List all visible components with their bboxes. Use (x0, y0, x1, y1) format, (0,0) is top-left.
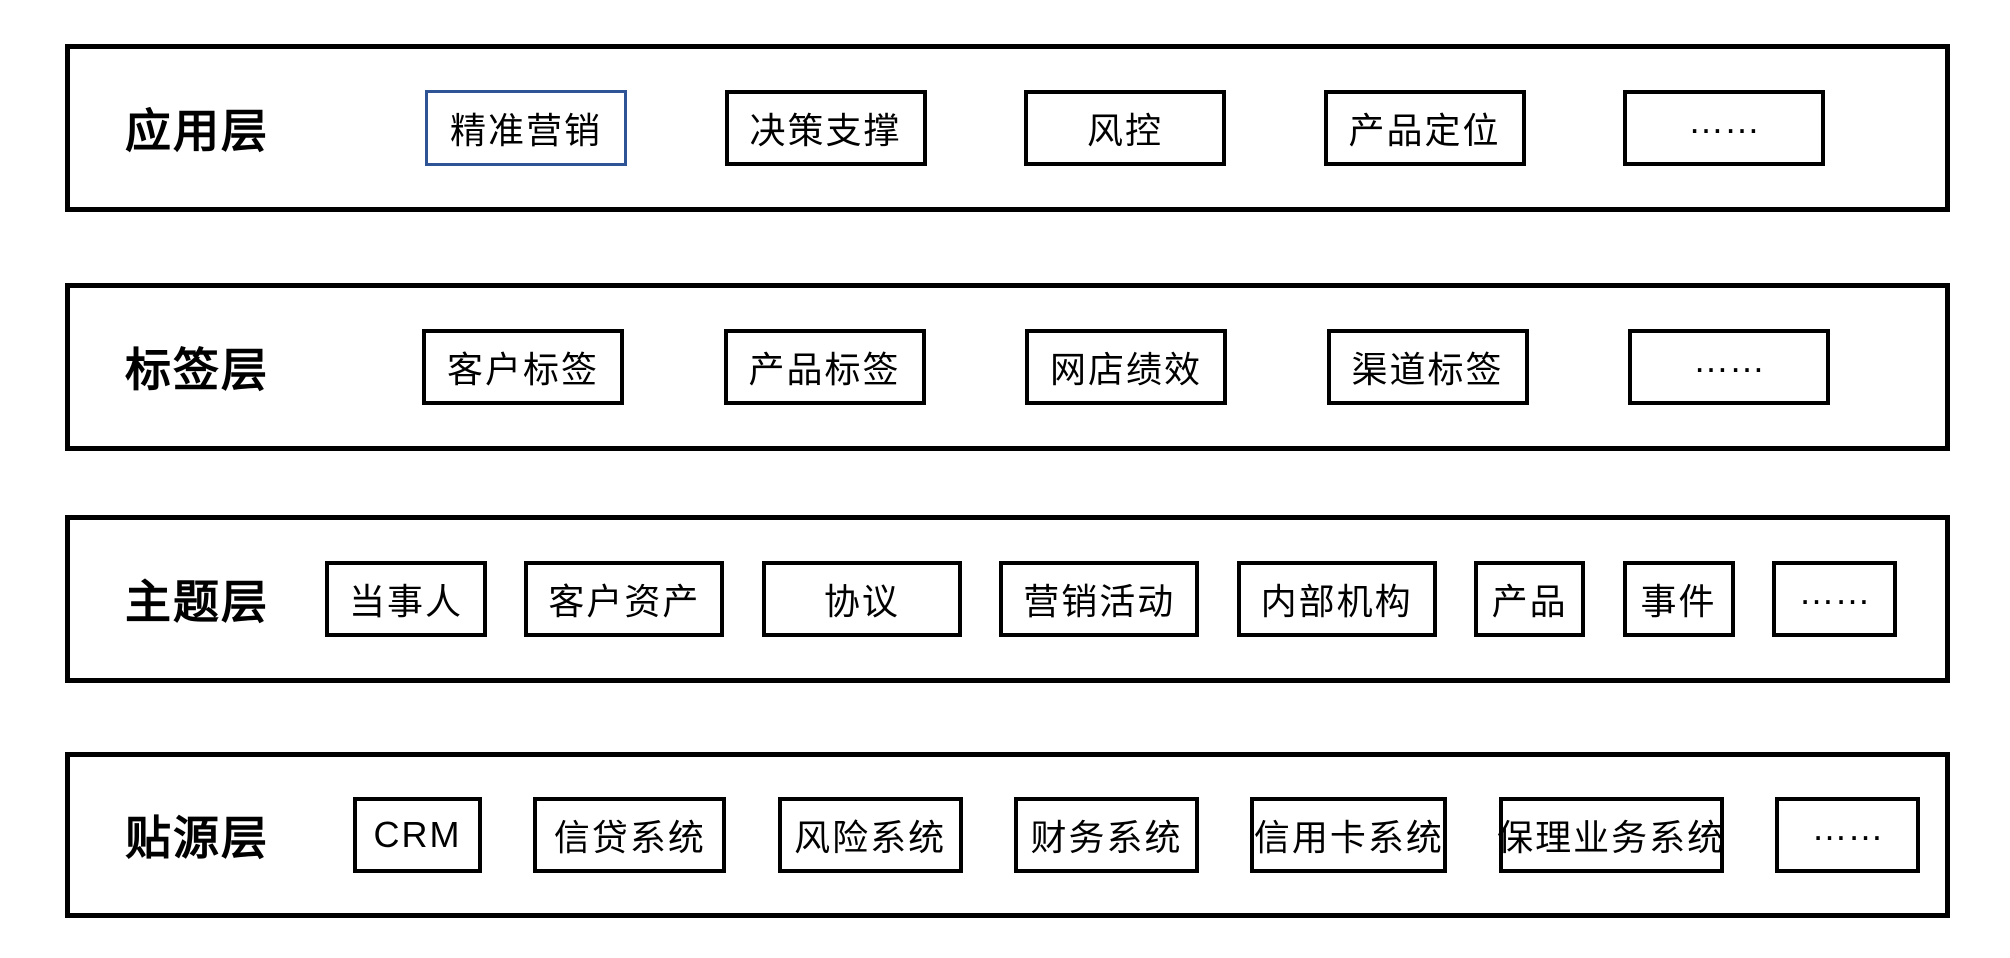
credit-card-system-box: 信用卡系统 (1250, 797, 1448, 873)
crm-label: CRM (373, 814, 462, 855)
internal-organization-label: 内部机构 (1260, 581, 1413, 622)
agreement-label: 协议 (823, 581, 900, 622)
risk-system-box: 风险系统 (777, 797, 963, 873)
tag-ellipsis-box: …… (1628, 329, 1830, 405)
tag-ellipsis-label: …… (1693, 339, 1765, 380)
customer-asset-box: 客户资产 (524, 561, 725, 637)
marketing-campaign-box: 营销活动 (999, 561, 1200, 637)
layer-application: 应用层 精准营销 决策支撑 风控 产品定位 …… (65, 44, 1950, 212)
party-box: 当事人 (325, 561, 487, 637)
finance-system-label: 财务系统 (1030, 817, 1183, 858)
customer-asset-label: 客户资产 (548, 581, 701, 622)
event-box: 事件 (1622, 561, 1735, 637)
source-layer-boxes: CRM 信贷系统 风险系统 财务系统 信用卡系统 保理业务系统 …… (353, 797, 1920, 873)
layer-subject: 主题层 当事人 客户资产 协议 营销活动 内部机构 产品 事件 (65, 515, 1950, 683)
agreement-box: 协议 (761, 561, 962, 637)
channel-tag-label: 渠道标签 (1351, 349, 1504, 390)
crm-box: CRM (353, 797, 482, 873)
online-store-performance-box: 网店绩效 (1025, 329, 1227, 405)
customer-tag-label: 客户标签 (446, 349, 599, 390)
product-positioning-label: 产品定位 (1348, 110, 1501, 151)
marketing-campaign-label: 营销活动 (1023, 581, 1176, 622)
application-ellipsis-box: …… (1623, 90, 1825, 166)
application-layer-title: 应用层 (125, 105, 269, 157)
subject-layer-title: 主题层 (125, 576, 269, 628)
source-ellipsis-box: …… (1774, 797, 1920, 873)
layer-source: 贴源层 CRM 信贷系统 风险系统 财务系统 信用卡系统 保理业务系统 …… (65, 752, 1950, 918)
product-positioning-box: 产品定位 (1323, 90, 1526, 166)
event-label: 事件 (1640, 581, 1717, 622)
tag-layer-title: 标签层 (125, 344, 269, 396)
finance-system-box: 财务系统 (1013, 797, 1199, 873)
precision-marketing-label: 精准营销 (449, 110, 602, 151)
credit-system-label: 信贷系统 (553, 817, 706, 858)
product-tag-box: 产品标签 (723, 329, 926, 405)
tag-layer-boxes: 客户标签 产品标签 网店绩效 渠道标签 …… (422, 329, 1830, 405)
decision-support-label: 决策支撑 (749, 110, 902, 151)
precision-marketing-box: 精准营销 (425, 90, 627, 166)
credit-card-system-label: 信用卡系统 (1253, 817, 1444, 858)
layer-tag: 标签层 客户标签 产品标签 网店绩效 渠道标签 …… (65, 283, 1950, 451)
product-label: 产品 (1491, 581, 1568, 622)
subject-ellipsis-box: …… (1771, 561, 1897, 637)
application-ellipsis-label: …… (1688, 100, 1760, 141)
source-layer-title: 贴源层 (125, 812, 269, 864)
risk-control-box: 风控 (1024, 90, 1226, 166)
risk-system-label: 风险系统 (794, 817, 947, 858)
channel-tag-box: 渠道标签 (1326, 329, 1529, 405)
application-layer-boxes: 精准营销 决策支撑 风控 产品定位 …… (425, 90, 1825, 166)
product-tag-label: 产品标签 (748, 349, 901, 390)
risk-control-label: 风控 (1086, 110, 1163, 151)
customer-tag-box: 客户标签 (422, 329, 624, 405)
product-box: 产品 (1474, 561, 1586, 637)
subject-layer-boxes: 当事人 客户资产 协议 营销活动 内部机构 产品 事件 …… (325, 561, 1897, 637)
internal-organization-box: 内部机构 (1236, 561, 1437, 637)
party-label: 当事人 (348, 581, 463, 622)
factoring-business-system-label: 保理业务系统 (1497, 817, 1726, 858)
decision-support-box: 决策支撑 (724, 90, 927, 166)
online-store-performance-label: 网店绩效 (1049, 349, 1202, 390)
source-ellipsis-label: …… (1811, 807, 1884, 848)
subject-ellipsis-label: …… (1798, 571, 1871, 612)
factoring-business-system-box: 保理业务系统 (1497, 797, 1726, 873)
credit-system-box: 信贷系统 (533, 797, 727, 873)
